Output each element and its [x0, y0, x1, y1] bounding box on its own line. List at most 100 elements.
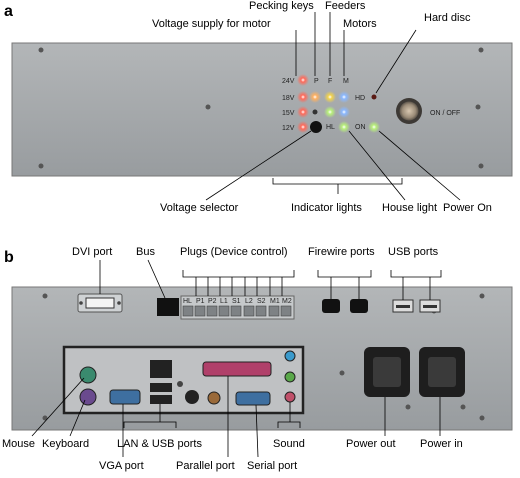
usb-port-tongue	[396, 305, 410, 308]
label-voltage-supply: Voltage supply for motor	[152, 18, 271, 30]
small-jack	[177, 381, 183, 387]
led-off	[312, 109, 318, 115]
screw	[479, 293, 485, 299]
label-mouse: Mouse	[2, 438, 36, 450]
power-in-inner	[428, 357, 456, 387]
label-power-in: Power in	[420, 438, 463, 450]
screw	[339, 370, 345, 376]
plug-sockets	[182, 305, 292, 317]
led-pecking	[309, 91, 321, 103]
firewire-port	[350, 299, 368, 313]
screw	[205, 104, 211, 110]
led-power-on	[368, 121, 380, 133]
usb-port-tongue	[423, 305, 437, 308]
screw	[460, 404, 466, 410]
switch-label: ON / OFF	[430, 110, 460, 117]
label-usb-ports: USB ports	[388, 246, 439, 258]
parallel-port	[202, 361, 272, 377]
screw	[38, 47, 44, 53]
led-motor	[338, 91, 350, 103]
ps2-keyboard-port	[79, 388, 97, 406]
power-out-inner	[373, 357, 401, 387]
voltage-label: 18V	[282, 95, 295, 102]
label-bus: Bus	[136, 246, 155, 258]
label-plugs: Plugs (Device control)	[180, 246, 288, 258]
plug-label: S1	[232, 298, 241, 305]
front-panel	[11, 42, 513, 177]
power-switch-button	[399, 101, 419, 121]
column-label: M	[343, 78, 349, 85]
screw	[478, 47, 484, 53]
audio-jack-blue	[284, 350, 296, 362]
led-12v	[297, 121, 309, 133]
label-pecking-keys: Pecking keys	[249, 0, 314, 12]
label-sound: Sound	[273, 438, 305, 450]
column-label: F	[328, 78, 332, 85]
led-feeder	[324, 106, 336, 118]
voltage-label: 15V	[282, 110, 295, 117]
screw	[479, 415, 485, 421]
label-firewire-ports: Firewire ports	[308, 246, 375, 258]
panel-letter-a: a	[4, 3, 13, 20]
label-vga-port: VGA port	[99, 460, 144, 472]
label-power-on: Power On	[443, 202, 492, 214]
column-label: P	[314, 78, 319, 85]
led-18v	[297, 91, 309, 103]
label-parallel-port: Parallel port	[176, 460, 235, 472]
plug-labels: HL P1 P2 L1 S1 L2 S2 M1 M2	[183, 298, 292, 305]
serial-port	[235, 391, 271, 406]
label-lan-usb: LAN & USB ports	[117, 438, 202, 450]
hl-label: HL	[326, 124, 335, 131]
label-dvi-port: DVI port	[72, 246, 113, 258]
label-hard-disc: Hard disc	[424, 12, 471, 24]
screw	[478, 163, 484, 169]
dvi-screw	[117, 301, 121, 305]
label-indicator-lights: Indicator lights	[291, 202, 362, 214]
led-motor	[338, 106, 350, 118]
screw	[38, 163, 44, 169]
screw	[42, 293, 48, 299]
voltage-selector-knob	[310, 121, 322, 133]
led-15v	[297, 106, 309, 118]
label-serial-port: Serial port	[247, 460, 298, 472]
label-house-light: House light	[382, 202, 438, 214]
coax-port	[207, 391, 221, 405]
label-power-out: Power out	[346, 438, 396, 450]
hd-label: HD	[355, 95, 365, 102]
led-hard-disc	[371, 94, 377, 100]
plug-label: HL	[183, 298, 192, 305]
firewire-port	[322, 299, 340, 313]
plug-label: M1	[270, 298, 280, 305]
led-house-light	[338, 121, 350, 133]
plug-label: P1	[196, 298, 205, 305]
plug-label: S2	[257, 298, 266, 305]
screw	[405, 404, 411, 410]
audio-jack-pink	[284, 391, 296, 403]
label-keyboard: Keyboard	[42, 438, 90, 450]
voltage-label: 24V	[282, 78, 295, 85]
plug-label: L1	[220, 298, 228, 305]
screw	[475, 104, 481, 110]
screw	[42, 415, 48, 421]
bus-connector	[157, 298, 179, 316]
spdif-port	[185, 390, 199, 404]
label-voltage-selector: Voltage selector	[160, 202, 239, 214]
dvi-screw	[79, 301, 83, 305]
panel-letter-b: b	[4, 249, 14, 266]
audio-jack-green	[284, 371, 296, 383]
ps2-mouse-port	[79, 366, 97, 384]
vga-port	[109, 389, 141, 405]
panel-b-leaders	[31, 259, 442, 458]
lan-port	[150, 360, 172, 378]
usb-stack-port	[150, 395, 172, 404]
led-feeder	[324, 91, 336, 103]
led-24v	[297, 74, 309, 86]
panel-a-leaders	[205, 12, 461, 201]
plug-label: L2	[245, 298, 253, 305]
label-feeders: Feeders	[325, 0, 366, 12]
usb-stack-port	[150, 383, 172, 392]
plug-label: P2	[208, 298, 217, 305]
on-label: ON	[355, 124, 366, 131]
